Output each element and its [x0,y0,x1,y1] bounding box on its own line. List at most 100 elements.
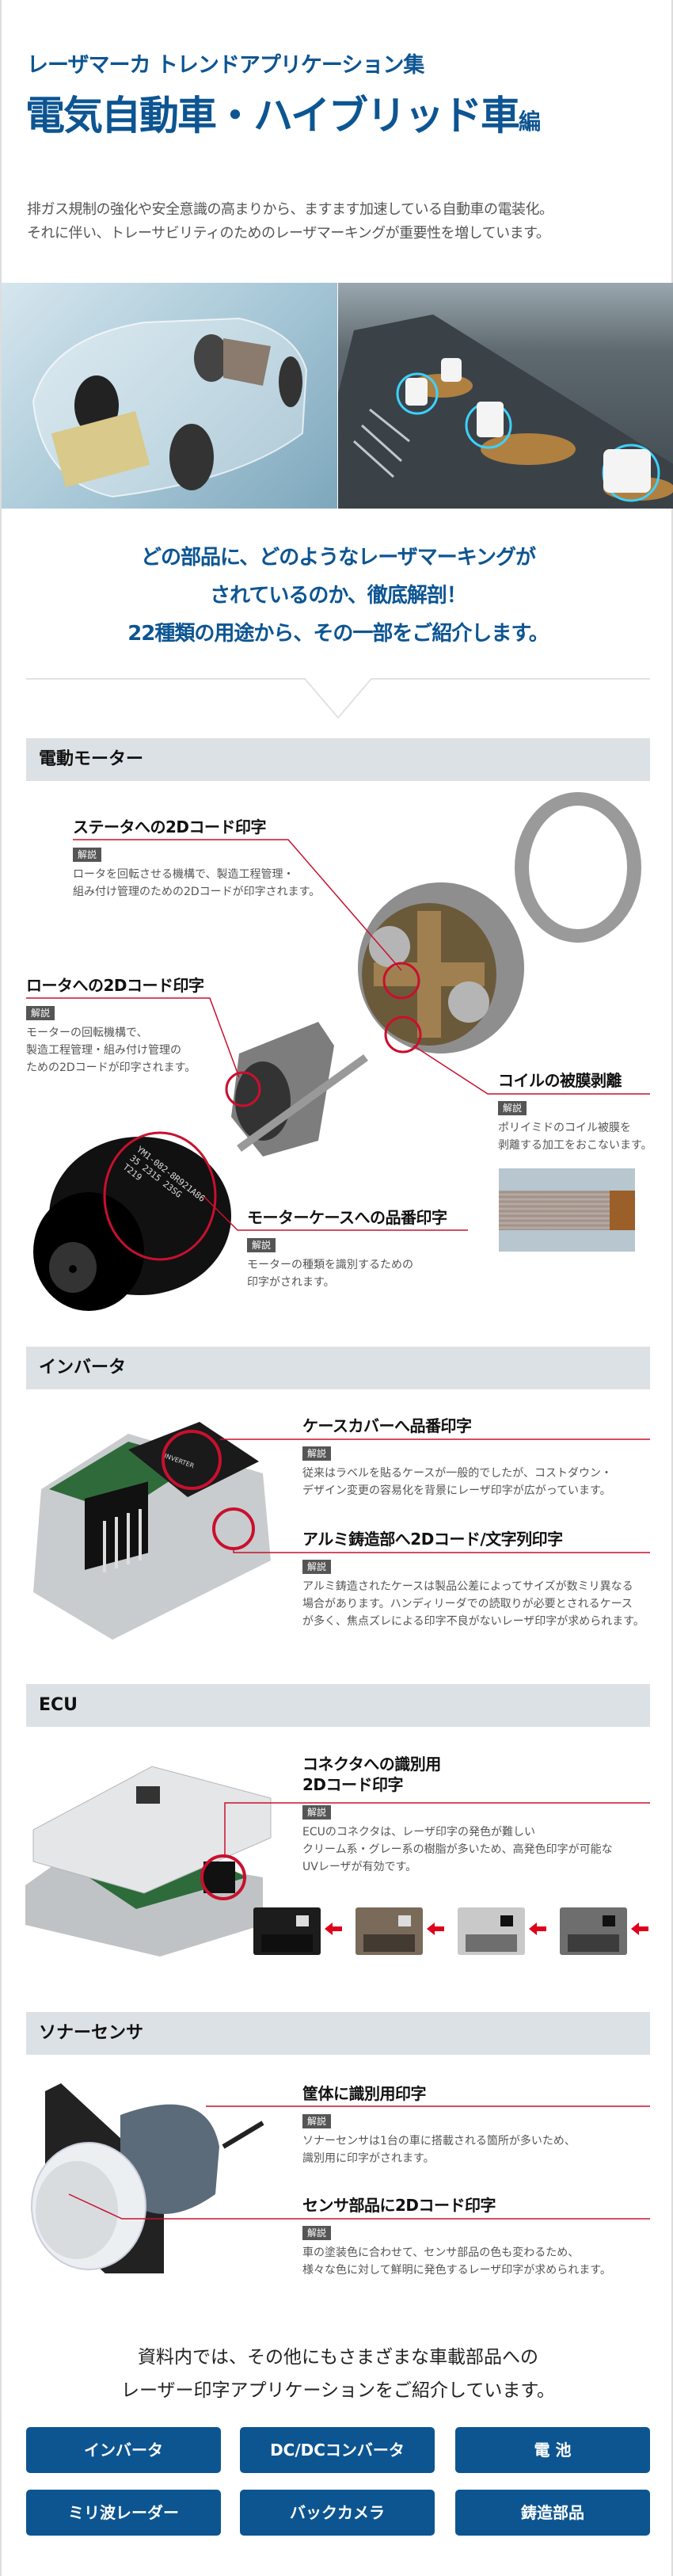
red-arrow-icon [631,1922,648,1935]
connector-sample [458,1907,546,1955]
explanation-badge: 解説 [26,1006,55,1020]
desc-line: アルミ鋳造されたケースは製品公差によってサイズが数ミリ異なる [302,1580,633,1593]
desc-line: 製造工程管理・組み付け管理の [26,1044,181,1057]
lead-line: どの部品に、どのようなレーザマーキングが [141,546,536,570]
red-arrow-icon [529,1922,546,1935]
2d-code-mark [500,1915,513,1926]
section-header-inverter: インバータ [26,1347,650,1389]
explanation-badge: 解説 [302,2114,332,2128]
outro-line: 資料内では、その他にもさまざまな車載部品への [138,2347,538,2368]
callout-title: コイルの被膜剥離 [498,1071,622,1090]
link-button-dcdc-converter[interactable]: DC/DCコンバータ [240,2427,435,2473]
callout-sensor-part: センサ部品に2Dコード印字 解説 車の塗装色に合わせて、センサ部品の色も変わるた… [302,2195,611,2279]
callout-title: アルミ鋳造部へ2Dコード/文字列印字 [302,1530,563,1549]
ecu-illustration [25,1766,650,1957]
callout-desc: 車の塗装色に合わせて、センサ部品の色も変わるため、様々な色に対して鮮明に発色する… [302,2244,611,2279]
desc-line: ECUのコネクタは、レーザ印字の発色が難しい [302,1826,536,1839]
explanation-badge: 解説 [302,1805,332,1820]
desc-line: ポリイミドのコイル被膜を [498,1122,631,1134]
desc-line: 車の塗装色に合わせて、センサ部品の色も変わるため、 [302,2246,580,2259]
section-header-sonar: ソナーセンサ [26,2012,650,2055]
link-button-cast-parts[interactable]: 鋳造部品 [455,2490,650,2536]
stator [358,882,524,1054]
callout-title: モーターケースへの品番印字 [247,1208,447,1227]
lead-heading: どの部品に、どのようなレーザマーキングが されているのか、徹底解剖！ 22種類の… [2,539,673,653]
link-button-inverter[interactable]: インバータ [26,2427,221,2473]
desc-line: ソナーセンサは1台の車に搭載される箇所が多いため、 [302,2135,576,2147]
callout-title: 筐体に識別用印字 [302,2084,426,2103]
desc-line: モーターの種類を識別するための [247,1259,413,1271]
callout-desc: ECUのコネクタは、レーザ印字の発色が難しいクリーム系・グレー系の樹脂が多いため… [302,1823,613,1876]
desc-line: クリーム系・グレー系の樹脂が多いため、高発色印字が可能な [302,1843,613,1856]
link-button-back-camera[interactable]: バックカメラ [240,2490,435,2536]
callout-housing: 筐体に識別用印字 解説 ソナーセンサは1台の車に搭載される箇所が多いため、識別用… [302,2083,576,2167]
callout-lines [26,839,650,1261]
series-title: レーザマーカ トレンドアプリケーション集 [27,53,424,78]
callout-desc: ポリイミドのコイル被膜を剥離する加工をおこないます。 [498,1119,652,1154]
road-illustration [338,314,673,509]
desc-line: 組み付け管理のための2Dコードが印字されます。 [73,886,321,898]
callout-desc: ロータを回転させる機構で、製造工程管理・組み付け管理のための2Dコードが印字され… [73,866,320,901]
outro-text: 資料内では、その他にもさまざまな車載部品への レーザー印字アプリケーションをご紹… [2,2341,673,2407]
link-button-mmwave-radar[interactable]: ミリ波レーダー [26,2490,221,2536]
callout-coil: コイルの被膜剥離 解説 ポリイミドのコイル被膜を剥離する加工をおこないます。 [498,1070,652,1154]
section-header-motor: 電動モーター [26,738,650,781]
page-title: 電気自動車・ハイブリッド車編 [25,84,541,141]
desc-line: デザイン変更の容易化を背景にレーザ印字が広がっています。 [302,1484,611,1497]
coil-photo [499,1168,635,1252]
callout-desc: ソナーセンサは1台の車に搭載される箇所が多いため、識別用に印字がされます。 [302,2132,576,2167]
desc-line: ロータを回転させる機構で、製造工程管理・ [73,868,295,881]
red-arrow-icon [325,1922,342,1935]
intro-line: 排ガス規制の強化や安全意識の高まりから、ますます加速している自動車の電装化。 [27,201,553,218]
desc-line: ための2Dコードが印字されます。 [26,1061,196,1074]
transparent-car-image [2,283,337,509]
callout-title: ケースカバーへ品番印字 [302,1416,472,1435]
car-illustration [32,317,308,498]
2d-code-mark [398,1915,411,1926]
explanation-badge: 解説 [302,1560,332,1574]
callout-title: センサ部品に2Dコード印字 [302,2196,496,2215]
motor-case [33,1137,231,1311]
callout-title: ステータへの2Dコード印字 [73,817,267,836]
housing-ring [515,792,641,943]
callout-desc: 従来はラベルを貼るケースが一般的でしたが、コストダウン・デザイン変更の容易化を背… [302,1465,612,1499]
callout-desc: モーターの回転機構で、製造工程管理・組み付け管理のための2Dコードが印字されます… [26,1024,204,1077]
callout-desc: アルミ鋳造されたケースは製品公差によってサイズが数ミリ異なる場合があります。ハン… [302,1578,644,1630]
connector-sample [253,1907,342,1955]
explanation-badge: 解説 [73,848,102,862]
explanation-badge: 解説 [247,1238,276,1252]
2d-code-mark [603,1915,615,1926]
desc-line: UVレーザが有効です。 [302,1861,417,1873]
connected-cars-road-image [338,283,673,509]
title-line: 2Dコード印字 [302,1775,404,1794]
intro-line: それに伴い、トレーサビリティのためのレーザマーキングが重要性を増しています。 [27,225,550,242]
desc-line: 場合があります。ハンディリーダでの読取りが必要とされるケース [302,1598,633,1610]
ecu-2d-code [136,1786,160,1804]
motor-illustration: YM1-082-8R921A86 35 2315 23SG T219 [26,792,650,1311]
explanation-badge: 解説 [302,1446,332,1461]
callout-title: ロータへの2Dコード印字 [26,976,204,995]
desc-line: 剥離する加工をおこないます。 [498,1139,652,1152]
callout-stator: ステータへの2Dコード印字 解説 ロータを回転させる機構で、製造工程管理・組み付… [73,817,320,901]
desc-line: 識別用に印字がされます。 [302,2152,435,2165]
desc-line: 印字がされます。 [247,1276,335,1289]
callout-rotor: ロータへの2Dコード印字 解説 モーターの回転機構で、製造工程管理・組み付け管理… [26,975,204,1077]
lead-line: されているのか、徹底解剖！ [210,584,467,608]
explanation-badge: 解説 [302,2226,332,2240]
title-line: コネクタへの識別用 [302,1755,441,1774]
callout-motor-case: モーターケースへの品番印字 解説 モーターの種類を識別するための印字がされます。 [247,1207,447,1291]
explanation-badge: 解説 [498,1101,527,1115]
desc-line: 様々な色に対して鮮明に発色するレーザ印字が求められます。 [302,2264,611,2277]
link-button-battery[interactable]: 電 池 [455,2427,650,2473]
2d-code-mark [296,1915,309,1926]
connector-sample [356,1907,444,1955]
desc-line: モーターの回転機構で、 [26,1027,148,1039]
red-arrow-icon [427,1922,444,1935]
outro-line: レーザー印字アプリケーションをご紹介しています。 [120,2380,556,2401]
intro-text: 排ガス規制の強化や安全意識の高まりから、ますます加速している自動車の電装化。 そ… [27,198,553,246]
connector-samples [253,1907,648,1955]
desc-line: が多く、焦点ズレによる印字不良がないレーザ印字が求められます。 [302,1615,644,1628]
lead-line: 22種類の用途から、その一部をご紹介します。 [127,622,549,646]
